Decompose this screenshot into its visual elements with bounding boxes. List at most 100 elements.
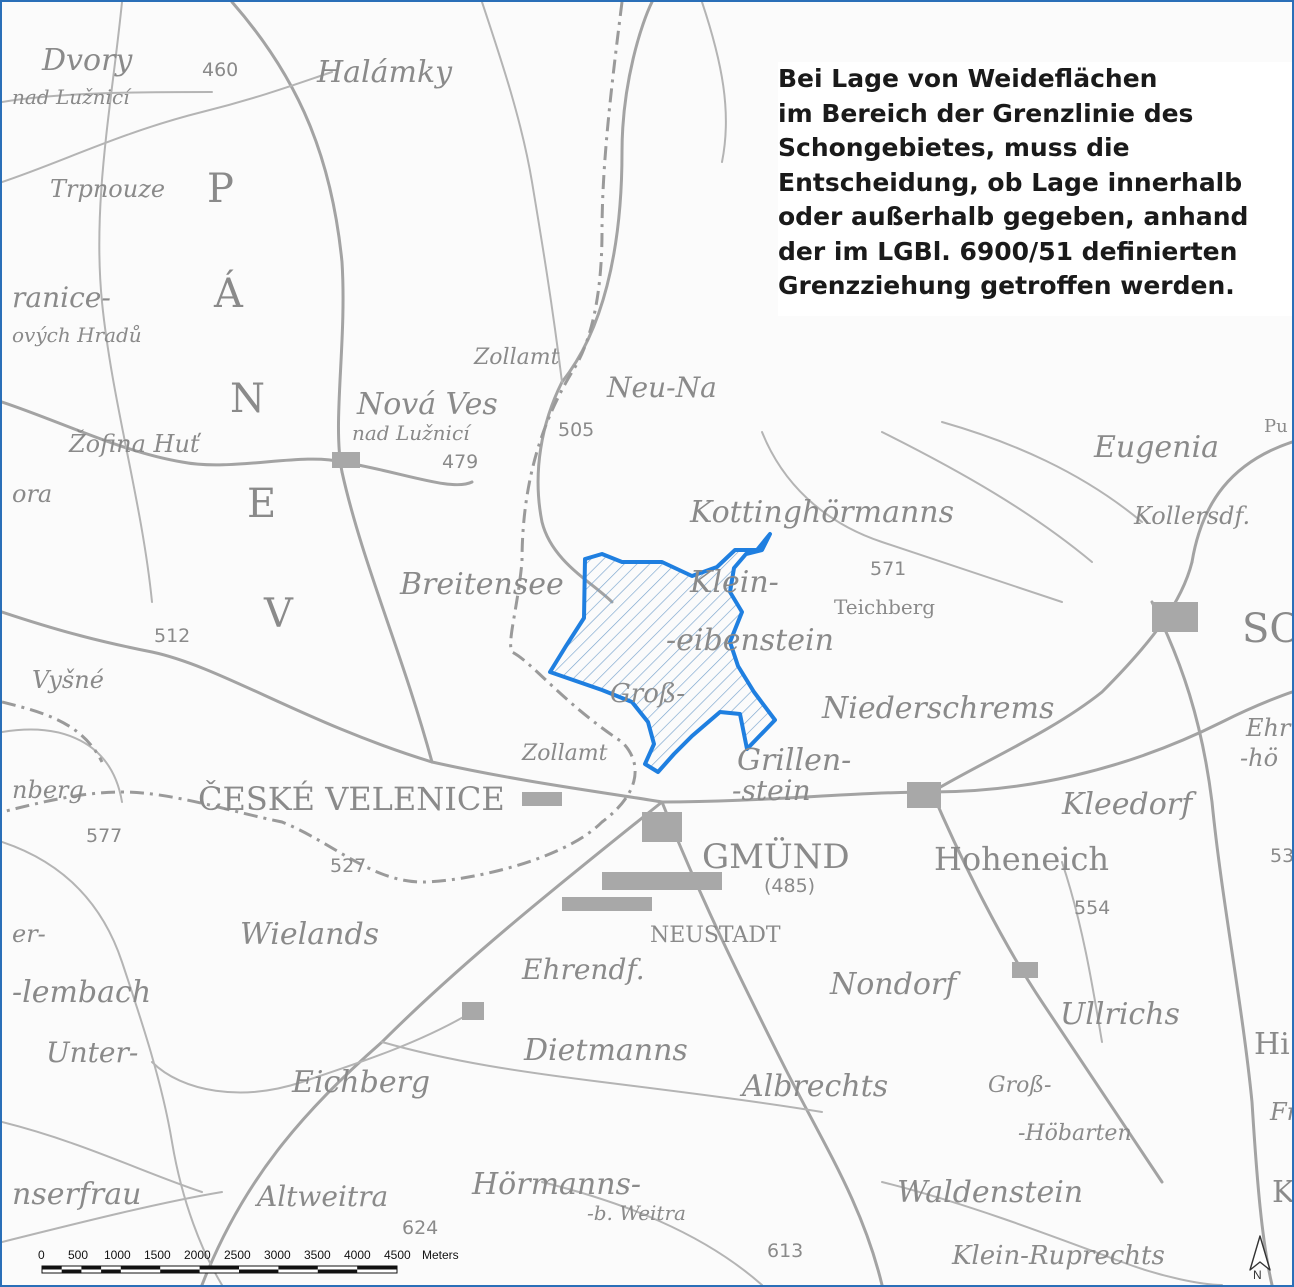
- label-eugenia: Eugenia: [1093, 430, 1219, 465]
- north-label: N: [1253, 1268, 1262, 1282]
- label-ullrichs: Ullrichs: [1060, 997, 1180, 1032]
- elevation-624: 624: [402, 1217, 438, 1239]
- label-gross-1: Groß-: [610, 679, 685, 709]
- label-waldenstein: Waldenstein: [897, 1175, 1083, 1210]
- label-ovych-hradu: ových Hradů: [12, 323, 142, 347]
- boundary-note: Bei Lage von Weideflächen im Bereich der…: [778, 62, 1292, 316]
- label-albrechts: Albrechts: [739, 1069, 888, 1104]
- note-line: Schongebietes, muss die: [778, 133, 1130, 162]
- label-pu: Pu: [1264, 416, 1288, 437]
- label-ranice: ranice-: [12, 281, 111, 314]
- label-b-weitra: -b. Weitra: [587, 1201, 686, 1225]
- label-nova-ves: Nová Ves: [356, 387, 498, 422]
- label-eichberg: Eichberg: [291, 1065, 430, 1100]
- label-grillen: Grillen-: [737, 743, 851, 778]
- note-line: Grenzziehung getroffen werden.: [778, 271, 1235, 300]
- national-border-line-west: [2, 700, 104, 763]
- label-gross-2: Groß-: [988, 1073, 1051, 1098]
- label-unter: Unter-: [46, 1036, 138, 1069]
- label-nad-luznici-1: nad Lužnicí: [12, 85, 132, 109]
- scale-tick-label: 2000: [184, 1248, 211, 1262]
- protected-area-polygon[interactable]: [548, 532, 777, 774]
- label-trpnouze: Trpnouze: [50, 175, 165, 203]
- scale-tick-label: 0: [38, 1248, 45, 1262]
- label-er: er-: [12, 920, 46, 948]
- label-lembach: -lembach: [12, 975, 151, 1010]
- label-stein: -stein: [732, 774, 811, 807]
- label-neu-na: Neu-Na: [606, 371, 717, 404]
- label-breitensee: Breitensee: [399, 567, 564, 602]
- label-panev-n: N: [230, 376, 265, 422]
- label-gmuend: GMÜND: [702, 836, 850, 877]
- label-halamky: Halámky: [316, 55, 453, 90]
- label-zollamt-1: Zollamt: [473, 345, 560, 370]
- label-altweitra: Altweitra: [254, 1180, 388, 1213]
- label-ora: ora: [12, 480, 52, 508]
- label-ceske-velenice: ČESKÉ VELENICE: [198, 780, 505, 818]
- scale-tick-label: 4500: [384, 1248, 411, 1262]
- elevation-527: 527: [330, 855, 366, 877]
- note-line: oder außerhalb gegeben, anhand: [778, 202, 1249, 231]
- note-line: der im LGBl. 6900/51 definierten: [778, 236, 1238, 266]
- elevation-554: 554: [1074, 897, 1110, 919]
- label-niederschrems: Niederschrems: [821, 691, 1054, 726]
- note-line: Bei Lage von Weideflächen: [778, 64, 1158, 93]
- elevation-512: 512: [154, 625, 190, 647]
- label-panev-p: P: [207, 166, 234, 212]
- label-ehrendf: Ehrendf.: [521, 953, 645, 986]
- label-kleedorf: Kleedorf: [1061, 787, 1197, 822]
- label-panev-v: V: [263, 591, 294, 637]
- label-k: K: [1272, 1175, 1292, 1210]
- label-fr: Fr: [1269, 1098, 1292, 1126]
- label-zollamt-2: Zollamt: [521, 741, 608, 766]
- label-klein: Klein-: [689, 565, 779, 600]
- elevation-479: 479: [442, 451, 478, 473]
- elevation-577: 577: [86, 825, 122, 847]
- label-eibenstein: -eibenstein: [666, 623, 834, 658]
- label-nad-luznici-2: nad Lužnicí: [352, 421, 472, 445]
- label-dietmanns: Dietmanns: [523, 1033, 688, 1068]
- note-line: Entscheidung, ob Lage innerhalb: [778, 167, 1243, 197]
- label-so: SO: [1242, 606, 1292, 652]
- scale-tick-label: 3500: [304, 1248, 331, 1262]
- label-panev-a: Á: [213, 270, 244, 317]
- elevation-485: (485): [764, 875, 815, 897]
- label-nondorf: Nondorf: [829, 967, 961, 1002]
- label-hoermanns: Hörmanns-: [471, 1167, 641, 1202]
- label-nserfrau: nserfrau: [12, 1177, 141, 1212]
- elevation-505: 505: [558, 419, 594, 441]
- elevation-460: 460: [202, 59, 238, 81]
- scale-tick-label: 500: [68, 1248, 89, 1262]
- elevation-571: 571: [870, 558, 906, 580]
- scale-tick-label: 2500: [224, 1248, 251, 1262]
- elevation-53: 53: [1270, 845, 1292, 867]
- label-kottinghoermanns: Kottinghörmanns: [689, 495, 954, 530]
- label-neustadt: NEUSTADT: [650, 923, 781, 948]
- label-hoe: -hö: [1240, 744, 1278, 772]
- label-wielands: Wielands: [240, 917, 379, 952]
- scale-tick-label: 1500: [144, 1248, 171, 1262]
- scale-tick-label: 1000: [104, 1248, 131, 1262]
- settlements: [332, 452, 1198, 1020]
- scale-bar: [41, 1265, 398, 1274]
- label-nberg: nberg: [12, 776, 84, 804]
- note-line: im Bereich der Grenzlinie des: [778, 98, 1194, 128]
- scale-tick-label: 3000: [264, 1248, 291, 1262]
- label-zofina-hut: Žofina Huť: [68, 429, 202, 458]
- label-kollersdf: Kollersdf.: [1133, 502, 1250, 530]
- label-hoebarten: -Höbarten: [1018, 1121, 1132, 1146]
- scale-unit-label: Meters: [422, 1248, 459, 1262]
- label-vysne: Vyšné: [32, 666, 104, 694]
- scale-tick-label: 4000: [344, 1248, 371, 1262]
- label-ehr: Ehr: [1245, 714, 1292, 742]
- north-arrow-icon: [1249, 1235, 1271, 1271]
- national-border-line: [2, 2, 637, 884]
- label-dvory: Dvory: [41, 43, 133, 78]
- label-hoheneich: Hoheneich: [934, 840, 1109, 878]
- label-panev-e: E: [247, 481, 276, 527]
- elevation-613: 613: [767, 1240, 803, 1262]
- label-teichberg: Teichberg: [834, 595, 935, 619]
- label-hi: Hi: [1254, 1027, 1290, 1062]
